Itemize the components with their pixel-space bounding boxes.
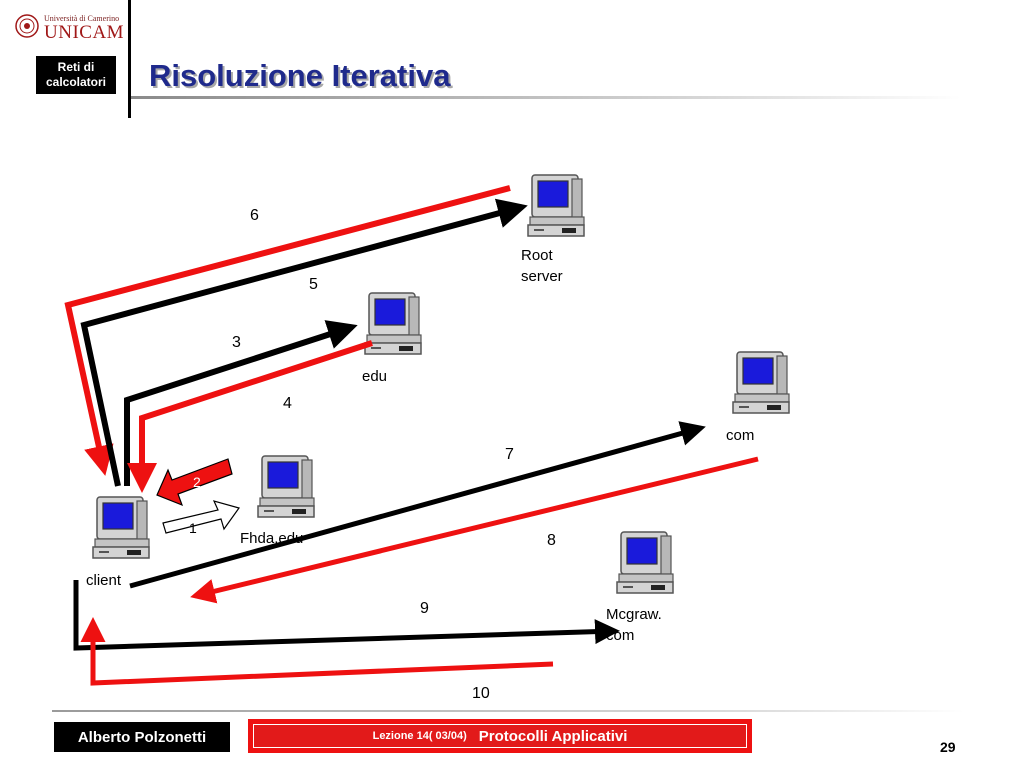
arrow-8-com-response bbox=[190, 456, 759, 604]
header-vertical-divider bbox=[128, 0, 131, 118]
step-8-label: 8 bbox=[547, 532, 556, 549]
footer-lecture-inner: Lezione 14( 03/04) Protocolli Applicativ… bbox=[253, 724, 747, 748]
arrow-2-block bbox=[156, 458, 233, 507]
root-label-line-1: Root bbox=[521, 247, 554, 264]
arrow-10-mcgraw-response bbox=[80, 617, 554, 686]
unicam-logo bbox=[14, 10, 126, 48]
lecture-number: Lezione 14( 03/04) bbox=[372, 730, 467, 742]
mcgraw-label-line-2: com bbox=[606, 627, 634, 644]
arrow-6-root-response bbox=[64, 185, 511, 476]
step-6-label: 6 bbox=[250, 207, 259, 224]
unicam-seal-icon bbox=[15, 14, 39, 38]
arrow-1-block bbox=[162, 500, 240, 534]
step-5-label: 5 bbox=[309, 276, 318, 293]
edu-server-computer-icon bbox=[364, 292, 422, 355]
author-badge: Alberto Polzonetti bbox=[54, 722, 230, 752]
course-line-2: calcolatori bbox=[45, 75, 107, 89]
page-number: 29 bbox=[940, 739, 956, 755]
university-acronym: UNICAM bbox=[44, 22, 125, 43]
step-10-label: 10 bbox=[472, 685, 490, 702]
step-2-label: 2 bbox=[193, 474, 201, 490]
course-line-1: Reti di bbox=[57, 60, 95, 74]
arrow-4-edu-response bbox=[127, 340, 373, 493]
edu-label: edu bbox=[362, 368, 387, 385]
fhda-server-computer-icon bbox=[257, 455, 315, 518]
com-label: com bbox=[726, 427, 754, 444]
arrow-5-root-query bbox=[80, 198, 528, 487]
footer-lecture-bar: Lezione 14( 03/04) Protocolli Applicativ… bbox=[248, 719, 752, 753]
arrow-7-com-query bbox=[129, 421, 706, 589]
mcgraw-server-computer-icon bbox=[616, 531, 674, 594]
slide-title: Risoluzione Iterativa bbox=[149, 58, 451, 93]
university-name: Università di Camerino bbox=[44, 14, 120, 23]
root-label-line-2: server bbox=[521, 268, 563, 285]
arrow-9-mcgraw-query bbox=[73, 580, 620, 651]
client-label: client bbox=[86, 572, 122, 589]
title-underline bbox=[131, 96, 961, 99]
course-badge: Reti di calcolatori bbox=[36, 56, 116, 94]
com-server-computer-icon bbox=[732, 351, 790, 414]
step-9-label: 9 bbox=[420, 600, 429, 617]
step-7-label: 7 bbox=[505, 446, 514, 463]
lecture-topic: Protocolli Applicativi bbox=[478, 727, 628, 745]
arrow-3-edu-query bbox=[124, 320, 358, 486]
fhda-label: Fhda.edu bbox=[240, 530, 303, 547]
step-1-label: 1 bbox=[189, 520, 197, 536]
step-4-label: 4 bbox=[283, 395, 292, 412]
mcgraw-label-line-1: Mcgraw. bbox=[606, 606, 662, 623]
client-computer-icon bbox=[92, 496, 150, 559]
footer-rule bbox=[52, 710, 964, 712]
step-3-label: 3 bbox=[232, 334, 241, 351]
root-server-computer-icon bbox=[527, 174, 585, 237]
